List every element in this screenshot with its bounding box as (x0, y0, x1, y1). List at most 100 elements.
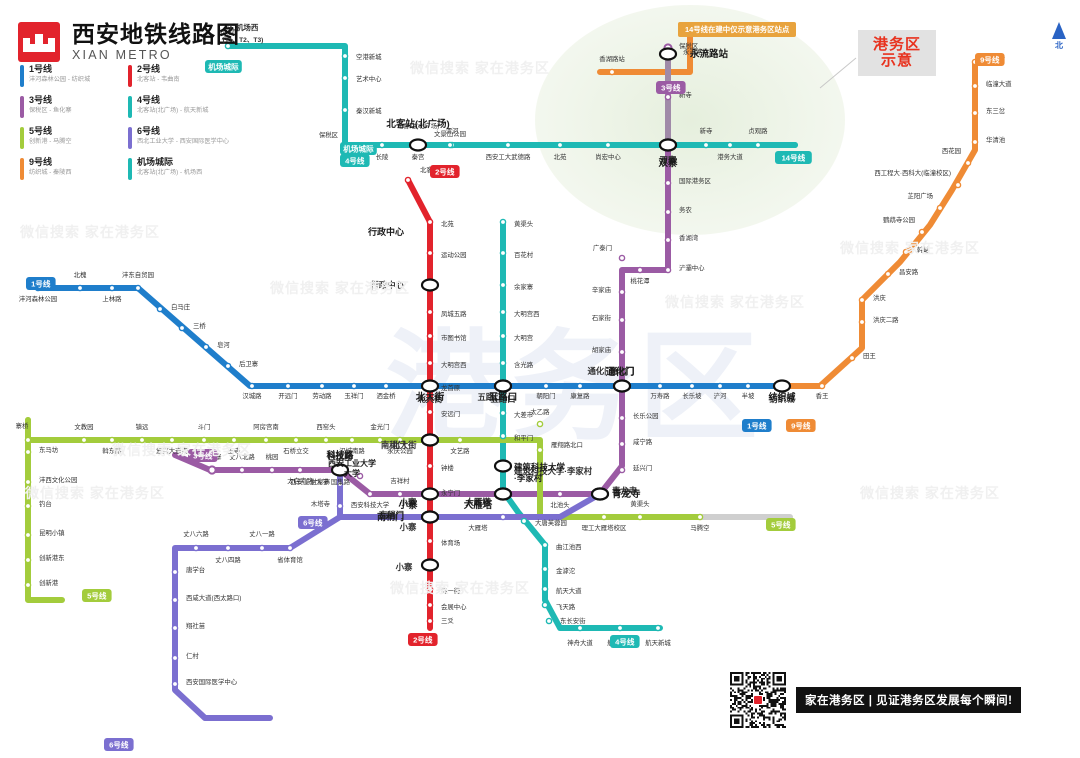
station-dot[interactable] (612, 379, 632, 393)
station-dot[interactable] (848, 354, 856, 362)
line-badge-4号线[interactable]: 4号线 (340, 154, 370, 167)
station-dot[interactable] (262, 436, 270, 444)
station-dot[interactable] (541, 601, 549, 609)
station-dot[interactable] (618, 414, 626, 422)
station-dot[interactable] (171, 680, 179, 688)
station-dot[interactable] (818, 382, 826, 390)
station-dot[interactable] (918, 228, 926, 236)
station-dot[interactable] (616, 624, 624, 632)
station-dot[interactable] (108, 436, 116, 444)
station-dot[interactable] (330, 463, 350, 477)
station-dot[interactable] (192, 544, 200, 552)
station-dot[interactable] (292, 436, 300, 444)
station-dot[interactable] (202, 343, 210, 351)
station-dot[interactable] (446, 141, 454, 149)
station-dot[interactable] (541, 565, 549, 573)
station-dot[interactable] (408, 138, 428, 152)
station-dot[interactable] (138, 436, 146, 444)
station-dot[interactable] (902, 248, 910, 256)
station-dot[interactable] (504, 141, 512, 149)
station-dot[interactable] (654, 624, 662, 632)
station-dot[interactable] (426, 601, 434, 609)
line-badge-9号线[interactable]: 9号线 (975, 53, 1005, 66)
station-dot[interactable] (318, 382, 326, 390)
station-dot[interactable] (499, 513, 507, 521)
station-dot[interactable] (426, 462, 434, 470)
line-badge-3号线[interactable]: 3号线 (188, 449, 218, 462)
station-dot[interactable] (456, 436, 464, 444)
station-dot[interactable] (336, 502, 344, 510)
station-dot[interactable] (420, 433, 440, 447)
line-badge-5号线[interactable]: 5号线 (82, 589, 112, 602)
station-dot[interactable] (499, 281, 507, 289)
station-dot[interactable] (545, 617, 553, 625)
station-dot[interactable] (426, 218, 434, 226)
station-dot[interactable] (664, 179, 672, 187)
line-badge-2号线[interactable]: 2号线 (430, 165, 460, 178)
station-dot[interactable] (696, 513, 704, 521)
station-dot[interactable] (230, 436, 238, 444)
station-dot[interactable] (248, 382, 256, 390)
station-dot[interactable] (499, 359, 507, 367)
station-dot[interactable] (426, 332, 434, 340)
station-dot[interactable] (936, 204, 944, 212)
station-dot[interactable] (76, 284, 84, 292)
station-dot[interactable] (702, 141, 710, 149)
station-dot[interactable] (426, 617, 434, 625)
station-dot[interactable] (600, 513, 608, 521)
station-dot[interactable] (24, 448, 32, 456)
station-dot[interactable] (493, 379, 513, 393)
station-dot[interactable] (376, 436, 384, 444)
station-dot[interactable] (268, 466, 276, 474)
station-dot[interactable] (716, 382, 724, 390)
station-dot[interactable] (604, 141, 612, 149)
station-dot[interactable] (772, 379, 792, 393)
station-dot[interactable] (858, 296, 866, 304)
station-dot[interactable] (378, 141, 386, 149)
station-dot[interactable] (618, 466, 626, 474)
station-dot[interactable] (80, 436, 88, 444)
station-dot[interactable] (499, 409, 507, 417)
station-dot[interactable] (171, 568, 179, 576)
line-badge-机场城际[interactable]: 机场城际 (205, 60, 242, 73)
line-badge-3号线[interactable]: 3号线 (656, 81, 686, 94)
station-dot[interactable] (366, 490, 374, 498)
line-badge-1号线[interactable]: 1号线 (26, 277, 56, 290)
line-badge-1号线[interactable]: 1号线 (742, 419, 772, 432)
station-dot[interactable] (341, 74, 349, 82)
station-dot[interactable] (499, 249, 507, 257)
station-dot[interactable] (396, 436, 404, 444)
station-dot[interactable] (171, 654, 179, 662)
station-dot[interactable] (493, 487, 513, 501)
station-dot[interactable] (541, 541, 549, 549)
station-dot[interactable] (224, 362, 232, 370)
station-dot[interactable] (954, 181, 962, 189)
station-dot[interactable] (356, 472, 364, 480)
station-dot[interactable] (636, 266, 644, 274)
qr-promo-banner[interactable]: 家在港务区 | 见证港务区发展每个瞬间! (730, 672, 1022, 728)
station-dot[interactable] (971, 82, 979, 90)
station-dot[interactable] (404, 176, 412, 184)
station-dot[interactable] (341, 106, 349, 114)
station-dot[interactable] (156, 305, 164, 313)
station-dot[interactable] (382, 382, 390, 390)
station-dot[interactable] (171, 624, 179, 632)
station-dot[interactable] (618, 288, 626, 296)
station-dot[interactable] (499, 432, 507, 440)
station-dot[interactable] (618, 254, 626, 262)
station-dot[interactable] (396, 490, 404, 498)
station-dot[interactable] (258, 544, 266, 552)
station-dot[interactable] (336, 480, 344, 488)
line-badge-14号线[interactable]: 14号线 (775, 151, 812, 164)
line-badge-4号线[interactable]: 4号线 (610, 635, 640, 648)
station-dot[interactable] (24, 556, 32, 564)
station-dot[interactable] (420, 379, 440, 393)
station-dot[interactable] (964, 159, 972, 167)
station-dot[interactable] (24, 502, 32, 510)
station-dot[interactable] (350, 382, 358, 390)
station-dot[interactable] (348, 436, 356, 444)
station-dot[interactable] (576, 382, 584, 390)
station-dot[interactable] (664, 93, 672, 101)
station-dot[interactable] (536, 446, 544, 454)
station-dot[interactable] (971, 109, 979, 117)
